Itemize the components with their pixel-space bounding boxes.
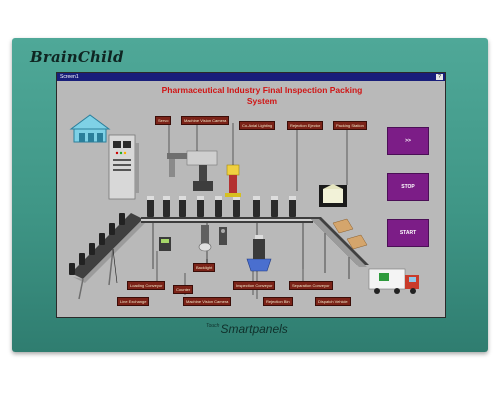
tag-backlight[interactable]: Backlight bbox=[193, 263, 216, 272]
co-axial-light-icon bbox=[225, 164, 241, 197]
stop-button[interactable]: STOP bbox=[387, 173, 429, 201]
bottom-camera-icon bbox=[219, 227, 227, 245]
vision-camera-tower-icon bbox=[167, 150, 218, 191]
rejection-bin-icon bbox=[246, 235, 272, 272]
page-title: Pharmaceutical Industry Final Inspection… bbox=[137, 85, 387, 107]
tag-dispatch-vehicle[interactable]: Dispatch Vehicle bbox=[315, 297, 351, 306]
hmi-screen: Screen1 ? Pharmaceutical Industry Final … bbox=[56, 72, 446, 318]
vial-row bbox=[147, 196, 296, 217]
loading-conveyor-icon bbox=[69, 213, 145, 300]
footer-logo: TouchSmartpanels bbox=[206, 322, 288, 336]
tag-rejection-bin[interactable]: Rejection Bin bbox=[263, 297, 293, 306]
packing-box-icon bbox=[319, 184, 347, 207]
page-title-line1: Pharmaceutical Industry Final Inspection… bbox=[161, 85, 363, 95]
window-titlebar: Screen1 ? bbox=[57, 73, 445, 81]
counter-icon bbox=[159, 237, 171, 251]
tag-line-exchange[interactable]: Line Exchange bbox=[117, 297, 150, 306]
dispatch-truck-icon bbox=[368, 268, 419, 294]
backlight-icon bbox=[198, 225, 212, 252]
tag-counter[interactable]: Counter bbox=[173, 285, 194, 294]
separation-conveyor-icon bbox=[309, 217, 369, 279]
tag-machine-vision-bottom[interactable]: Machine Vision Camera bbox=[183, 297, 232, 306]
tag-servo[interactable]: Servo bbox=[155, 116, 172, 125]
tag-separation-conveyor[interactable]: Separation Conveyor bbox=[289, 281, 333, 290]
page-title-line2: System bbox=[246, 96, 278, 106]
window-title: Screen1 bbox=[60, 74, 79, 80]
process-diagram bbox=[69, 114, 419, 300]
brand-logo: BrainChild bbox=[30, 48, 124, 66]
tag-packing-station[interactable]: Packing Station bbox=[333, 121, 367, 130]
footer-logo-text: Smartpanels bbox=[220, 322, 288, 336]
footer-logo-super: Touch bbox=[206, 323, 220, 329]
warehouse-icon bbox=[69, 114, 111, 143]
tag-co-axial-lighting[interactable]: Co-Axial Lighting bbox=[239, 121, 276, 130]
tag-inspection-conveyor[interactable]: Inspection Conveyor bbox=[233, 281, 276, 290]
tag-machine-vision-top[interactable]: Machine Vision Camera bbox=[181, 116, 230, 125]
start-button[interactable]: START bbox=[387, 219, 429, 247]
tag-rejection-ejector[interactable]: Rejection Ejector bbox=[287, 121, 324, 130]
help-button[interactable]: ? bbox=[436, 74, 443, 80]
tag-loading-conveyor[interactable]: Loading Conveyor bbox=[127, 281, 166, 290]
control-cabinet-icon bbox=[108, 134, 139, 200]
forward-button[interactable]: >> bbox=[387, 127, 429, 155]
